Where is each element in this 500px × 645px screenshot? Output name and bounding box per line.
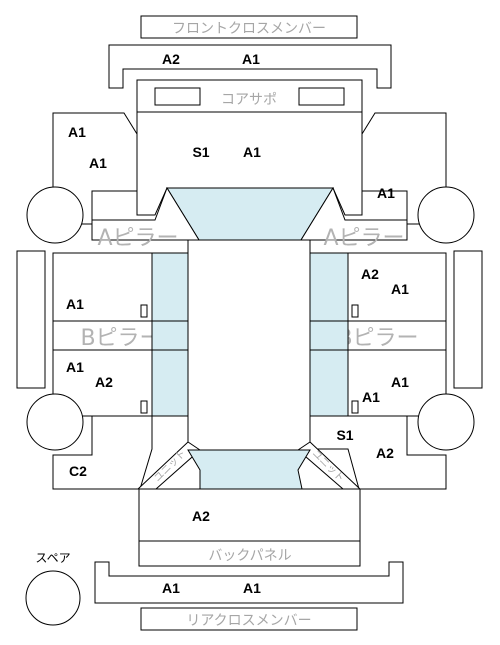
rear-left-wheel <box>26 393 84 451</box>
grade-hood-s: S1 <box>192 144 209 160</box>
front-cross-member-box <box>140 15 358 39</box>
trunk-panel <box>138 488 361 542</box>
front-left-door-handle <box>140 304 148 318</box>
b-pillar-left-label: Bピラー <box>80 326 161 351</box>
right-side-windows <box>309 252 349 417</box>
a-pillar-left <box>91 186 200 241</box>
rear-unit-right-label: ユニット <box>310 448 346 484</box>
rear-windshield <box>187 449 311 490</box>
rear-right-wheel <box>417 393 475 451</box>
headlight-left <box>154 87 201 106</box>
front-left-door <box>52 252 153 322</box>
front-cross-member-label: フロントクロスメンバー <box>172 21 326 37</box>
front-bumper-panel <box>108 44 392 89</box>
rear-cross-member-label: リアクロスメンバー <box>186 613 311 629</box>
b-pillar-right-label: Bピラー <box>337 326 418 351</box>
headlight-right <box>298 87 345 106</box>
rear-right-door-handle <box>351 400 359 414</box>
grade-rear-right-s: S1 <box>336 427 353 443</box>
grade-front-door-right-1: A2 <box>361 266 379 282</box>
core-support-label: コアサポ <box>221 92 277 108</box>
spare-tire <box>25 570 81 626</box>
front-left-wheel <box>26 186 84 244</box>
grade-trunk: A2 <box>192 508 210 524</box>
grade-rear-cross-right: A1 <box>243 580 261 596</box>
back-panel-box <box>138 540 361 567</box>
grade-front-door-left: A1 <box>66 296 84 312</box>
rear-unit-left-label: ユニット <box>152 448 188 484</box>
rear-bumper-panel <box>94 561 404 604</box>
grade-rear-door-left-1: A1 <box>66 359 84 375</box>
a-pillar-right <box>300 186 408 241</box>
left-side-sill <box>16 250 46 389</box>
grade-rear-door-left-2: A2 <box>95 374 113 390</box>
a-pillar-right-label: Aピラー <box>323 226 404 251</box>
grade-rear-right-a: A2 <box>376 445 394 461</box>
grade-front-cross-left: A2 <box>162 51 180 67</box>
rear-right-quarter <box>309 415 447 490</box>
a-pillar-left-label: Aピラー <box>97 226 178 251</box>
back-panel-label: バックパネル <box>208 548 291 564</box>
grade-rear-cross-left: A1 <box>162 580 180 596</box>
front-right-door-handle <box>351 304 359 318</box>
grade-front-door-right-2: A1 <box>391 281 409 297</box>
grade-front-left-1: A1 <box>68 124 86 140</box>
spare-label: スペア <box>35 551 70 565</box>
rear-cross-member-box <box>140 607 358 631</box>
roof-panel <box>187 239 311 451</box>
grade-front-left-2: A1 <box>89 155 107 171</box>
rear-left-door-handle <box>140 400 148 414</box>
grade-rear-door-right-1: A1 <box>391 374 409 390</box>
grade-rear-left: C2 <box>69 463 87 479</box>
grade-rear-door-right-2: A1 <box>362 389 380 405</box>
rear-left-quarter <box>52 415 153 490</box>
left-side-windows <box>151 252 189 417</box>
right-side-sill <box>453 250 483 389</box>
grade-hood-a: A1 <box>243 144 261 160</box>
grade-front-right: A1 <box>377 185 395 201</box>
front-right-door <box>347 252 447 322</box>
front-right-wheel <box>417 186 475 244</box>
grade-front-cross-right: A1 <box>242 51 260 67</box>
